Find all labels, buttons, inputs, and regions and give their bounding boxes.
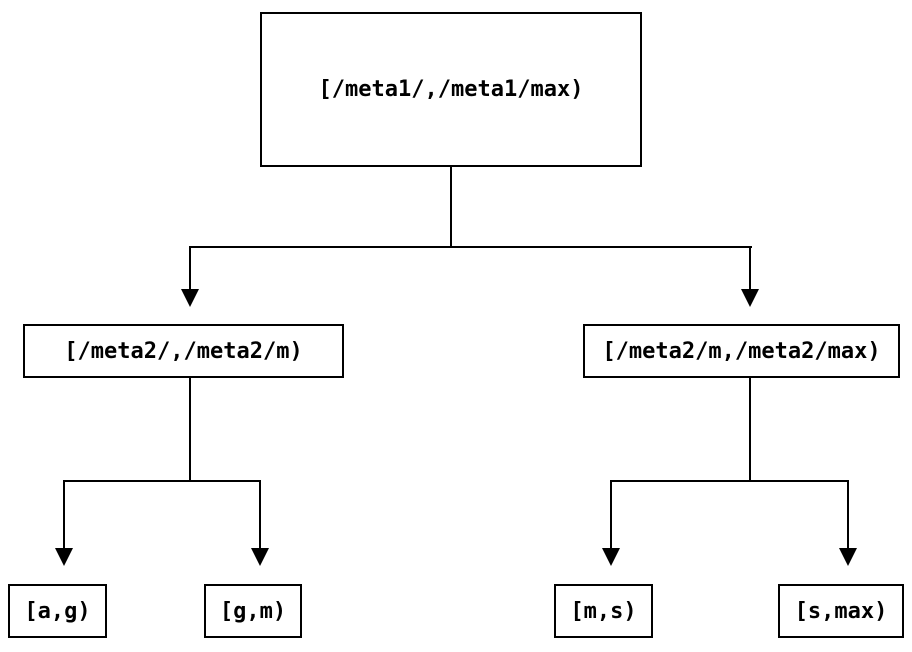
edge-root-to-left-line	[189, 246, 191, 290]
node-leaf-m-s: [m,s)	[554, 584, 653, 638]
edge-left-branch-bar	[63, 480, 261, 482]
edge-root-to-right-line	[749, 246, 751, 290]
arrow-down-icon	[251, 548, 269, 566]
edge-root-branch-bar	[189, 246, 752, 248]
node-meta1-range: [/meta1/,/meta1/max)	[260, 12, 642, 167]
arrow-down-icon	[741, 289, 759, 307]
edge-right-to-leaf-smax-line	[847, 480, 849, 548]
edge-right-stem-line	[749, 377, 751, 482]
node-meta2-lower-range: [/meta2/,/meta2/m)	[23, 324, 344, 378]
arrow-down-icon	[602, 548, 620, 566]
node-leaf-s-max: [s,max)	[778, 584, 904, 638]
edge-root-stem-line	[450, 167, 452, 248]
arrow-down-icon	[839, 548, 857, 566]
edge-right-branch-bar	[610, 480, 849, 482]
arrow-down-icon	[55, 548, 73, 566]
edge-left-stem-line	[189, 377, 191, 482]
node-meta2-upper-range: [/meta2/m,/meta2/max)	[583, 324, 900, 378]
edge-left-to-leaf-ag-line	[63, 480, 65, 548]
edge-left-to-leaf-gm-line	[259, 480, 261, 548]
node-leaf-a-g: [a,g)	[8, 584, 107, 638]
node-leaf-g-m: [g,m)	[204, 584, 302, 638]
arrow-down-icon	[181, 289, 199, 307]
edge-right-to-leaf-ms-line	[610, 480, 612, 548]
